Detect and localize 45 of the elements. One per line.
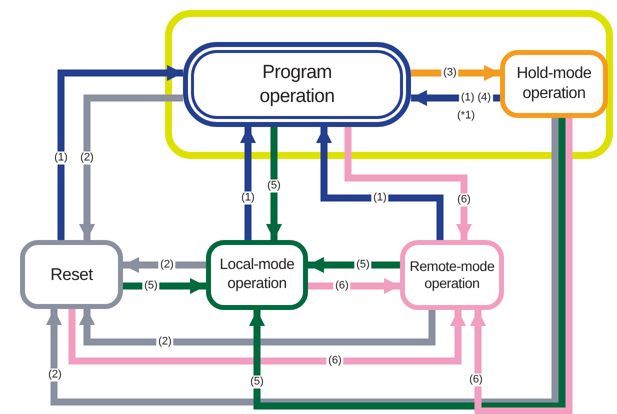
edge-label: (2) [158,258,176,272]
arrow [344,127,472,240]
arrow [240,127,256,240]
process-box [20,240,123,309]
arrow [308,278,400,294]
node-label: Program operation [258,60,336,108]
arrow [411,65,500,81]
arrow [470,118,572,414]
footnote-mark: (*1) [457,110,475,122]
process-box [183,42,411,127]
process-box [400,240,504,310]
edge-label: (3) [441,66,459,80]
node-label: Reset [49,264,94,286]
group-frame [165,10,613,159]
edge-label: (5) [354,258,372,272]
arrow [249,118,566,410]
edge-label: (6) [326,354,344,368]
node-label: Hold-mode operation [516,64,592,104]
arrow [79,94,183,240]
edge-label: (1) [52,152,70,164]
edge-label: (2) [156,336,174,348]
arrow [46,118,558,406]
edge-label: (2) [78,152,96,164]
edge-label: (1) [371,192,389,204]
edge-label: (5) [248,376,266,388]
edge-label: (5) [142,280,160,292]
edge-label: (2) [46,368,64,382]
node-label: Remote-mode operation [408,258,496,292]
arrow [68,309,466,364]
arrow [123,278,206,294]
process-box [500,50,608,118]
arrow [316,127,444,240]
process-box [206,240,308,310]
edge-label: (6) [467,374,485,386]
arrow [266,127,282,240]
arrow [58,65,183,240]
edge-label: (5) [265,180,283,192]
edge-label: (6) [333,280,351,292]
node-label: Local-mode operation [218,256,296,294]
edge-label: (1) (4) [459,92,493,104]
edge-label: (1) [239,192,257,204]
arrow [308,257,400,273]
edge-label: (6) [455,194,473,206]
arrow [123,257,206,273]
arrow [79,309,436,346]
